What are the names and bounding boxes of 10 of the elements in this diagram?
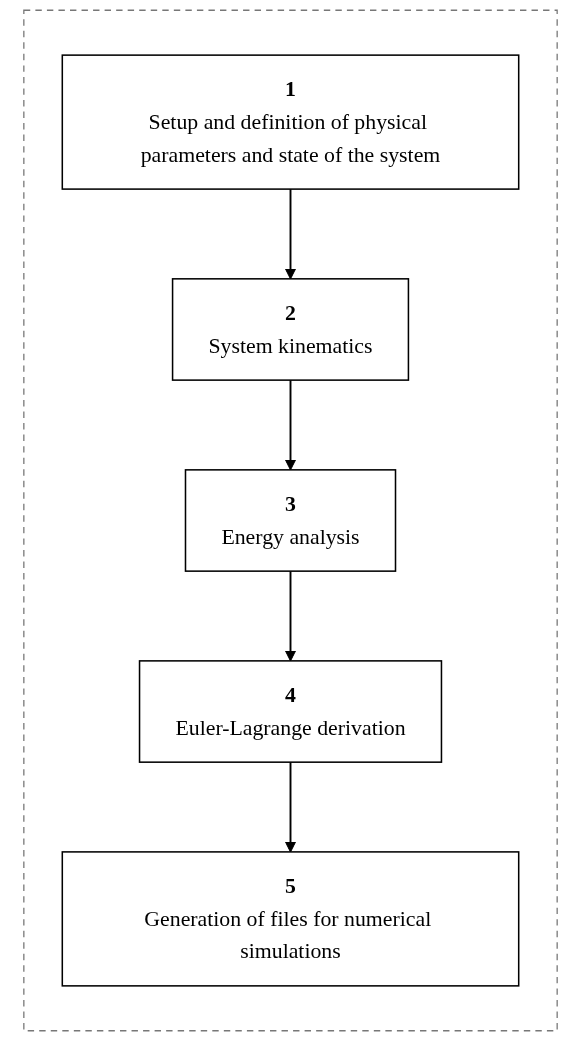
node-box: 1 Setup and definition of physical parameters and state of the system <box>61 54 520 190</box>
cluster <box>23 9 558 1032</box>
arrow <box>284 570 297 662</box>
node-box: 3 Energy analysis <box>184 469 397 572</box>
arrow <box>284 379 297 471</box>
node-box: 2 System kinematics <box>171 278 410 381</box>
node-box: 4 Euler-Lagrange derivation <box>138 660 443 763</box>
node-box: 5 Generation of files for numerical simulations <box>61 851 520 987</box>
arrow <box>284 188 297 280</box>
arrow <box>284 761 297 853</box>
